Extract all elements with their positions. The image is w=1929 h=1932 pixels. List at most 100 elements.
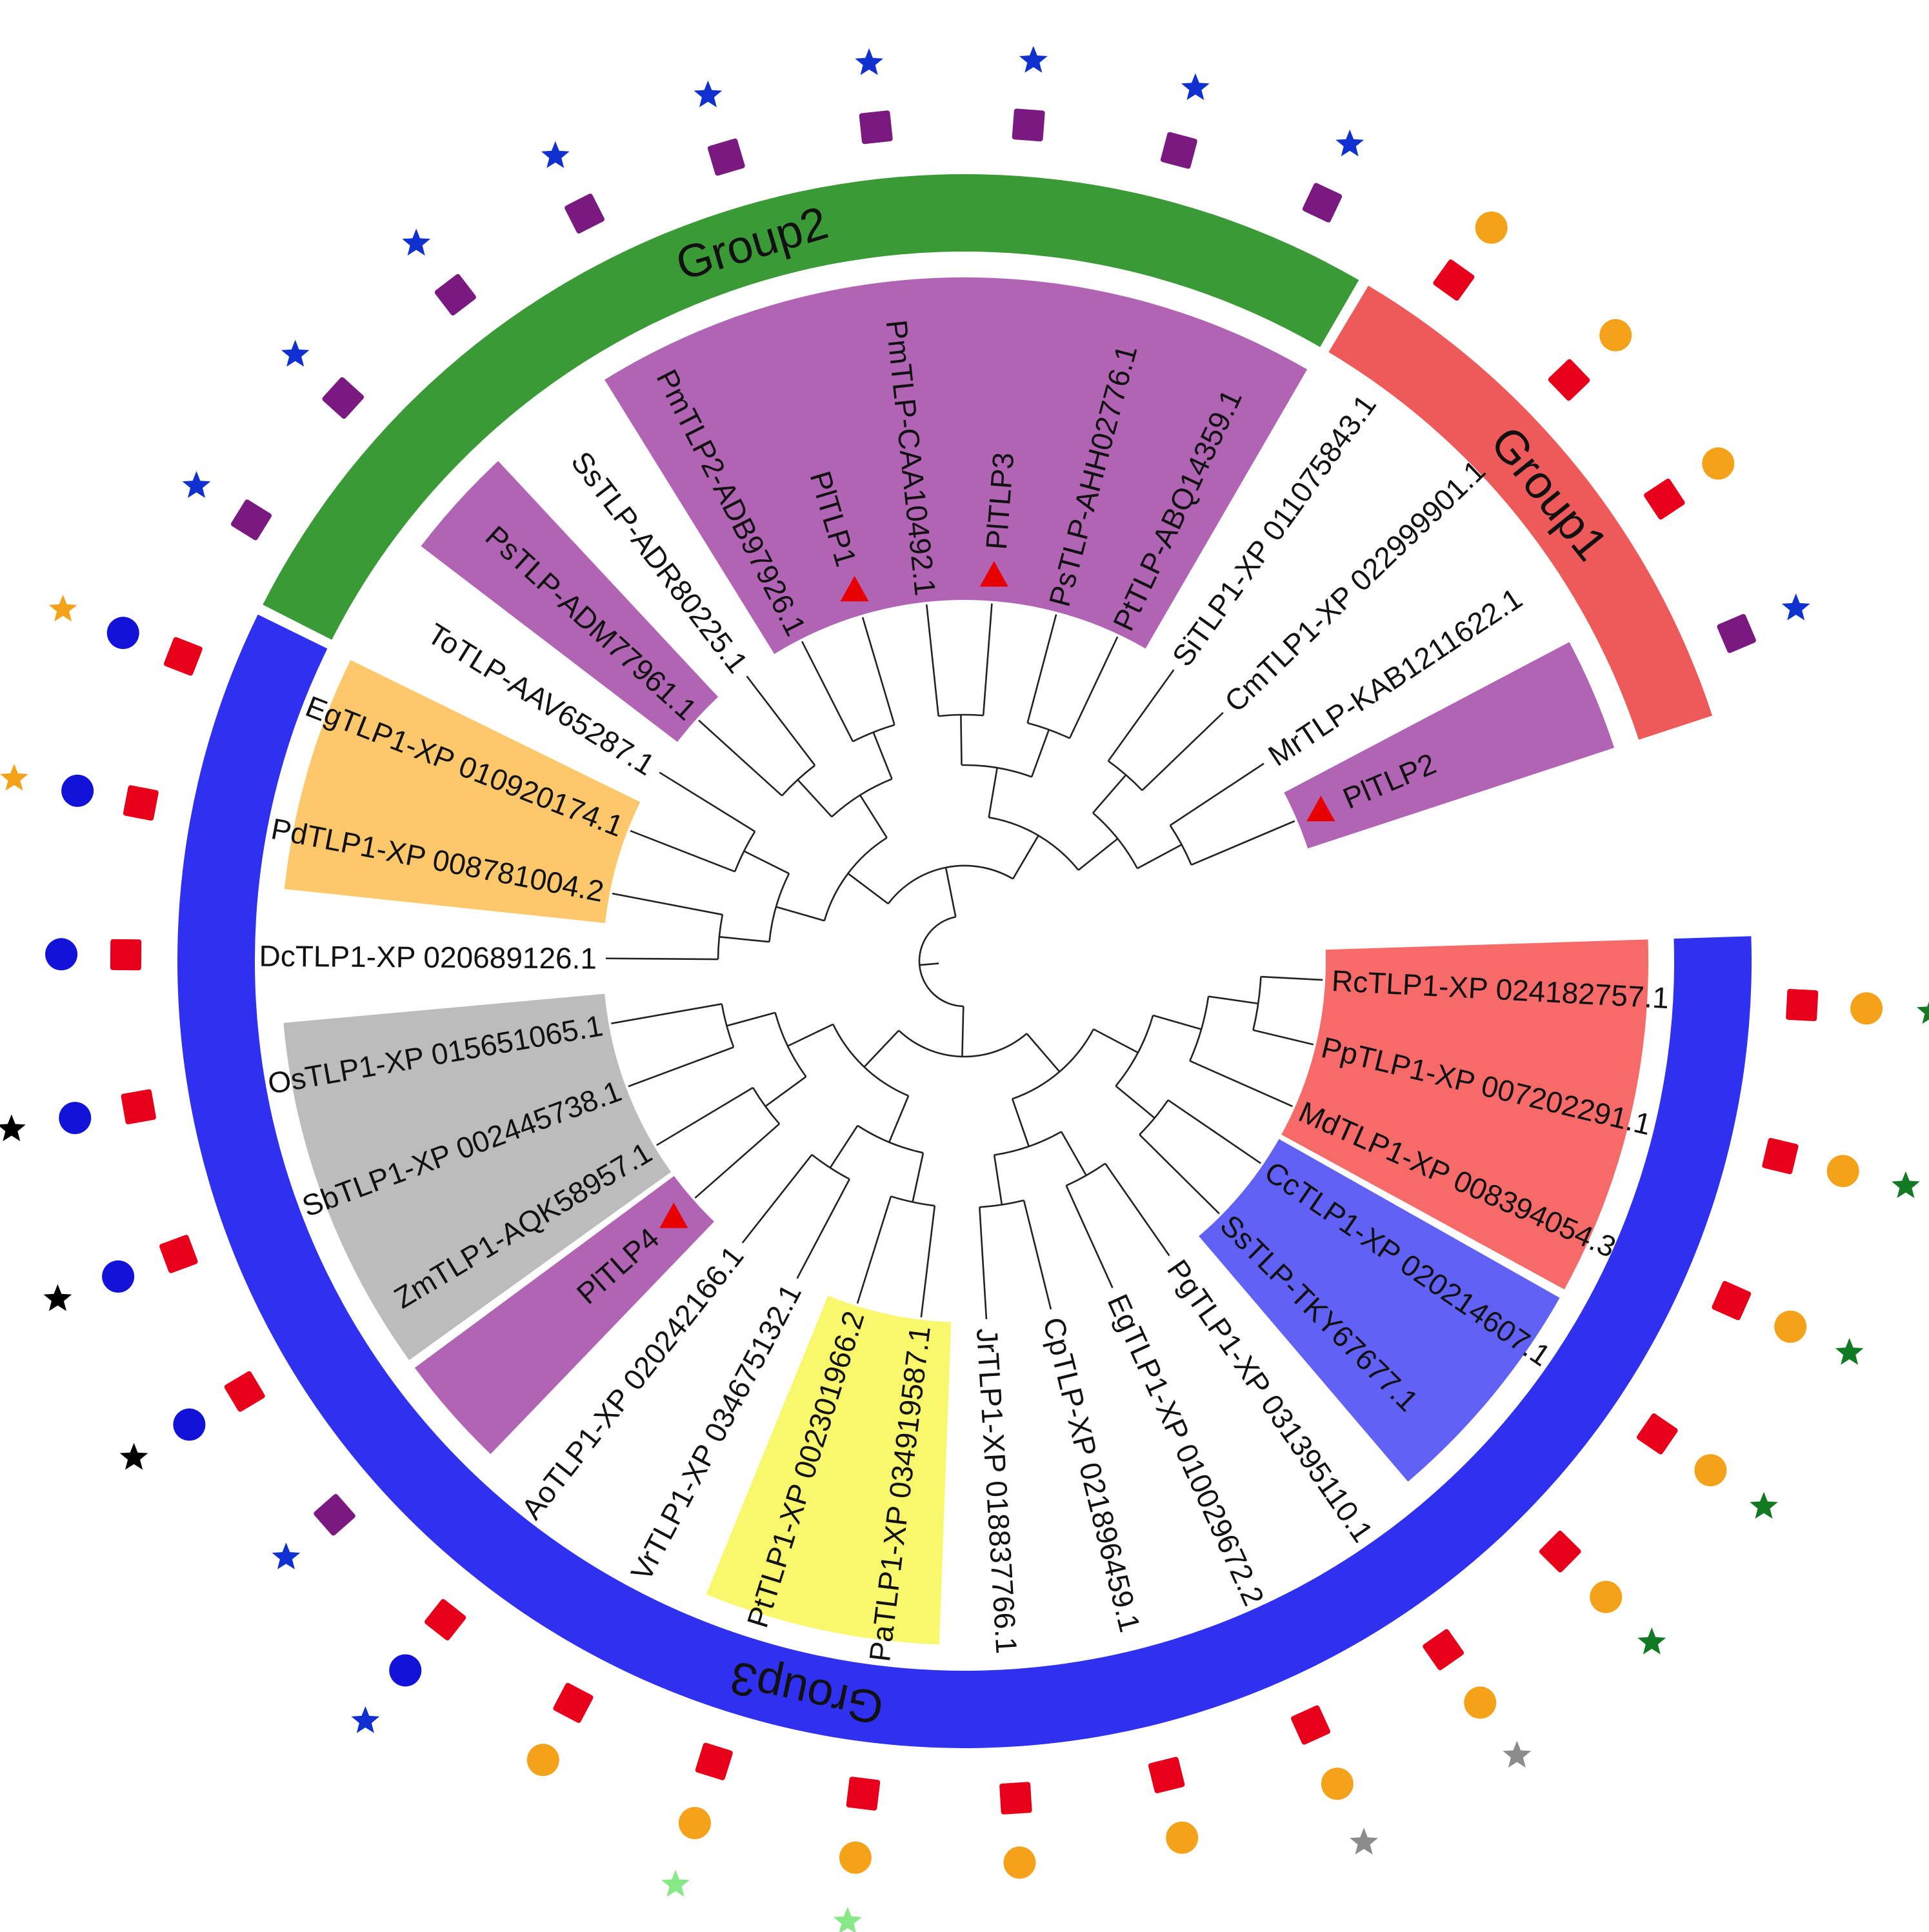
orange-circle-icon bbox=[1475, 211, 1508, 244]
clade-highlights bbox=[283, 277, 1648, 1645]
branch-connector bbox=[721, 1004, 735, 1048]
blue-star-icon bbox=[402, 228, 430, 256]
leaf-branch bbox=[1023, 1200, 1052, 1310]
orange-circle-icon bbox=[1774, 1310, 1807, 1343]
red-square-icon bbox=[846, 1777, 881, 1811]
purple-square-icon bbox=[1717, 613, 1756, 653]
branch-connector bbox=[717, 914, 724, 960]
red-triangle-icon bbox=[840, 575, 869, 602]
internal-branch bbox=[961, 1006, 964, 1057]
blue-star-icon bbox=[351, 1706, 380, 1733]
internal-branch bbox=[919, 962, 939, 966]
leaf-branch bbox=[796, 1179, 850, 1279]
group-arc-1 bbox=[1328, 285, 1713, 740]
blue-star-icon bbox=[1181, 73, 1210, 101]
blue-star-icon bbox=[272, 1542, 301, 1569]
orange-circle-icon bbox=[526, 1744, 559, 1777]
black-star-icon bbox=[119, 1442, 148, 1470]
red-square-icon bbox=[1539, 1530, 1581, 1573]
orange-circle-icon bbox=[1003, 1846, 1036, 1879]
internal-branch bbox=[1208, 995, 1259, 1005]
leaf-branch bbox=[801, 641, 854, 742]
red-square-icon bbox=[553, 1682, 594, 1723]
leaf-branch bbox=[1026, 614, 1057, 724]
blue-star-icon bbox=[855, 48, 883, 75]
highlight-purple bbox=[414, 1176, 714, 1455]
red-square-icon bbox=[1786, 989, 1819, 1022]
branch-connector bbox=[752, 1087, 781, 1125]
internal-branch bbox=[1093, 1028, 1139, 1053]
annotation-markers bbox=[0, 46, 1929, 1932]
highlight-yellow bbox=[706, 1295, 952, 1645]
leaf-branch bbox=[628, 1046, 734, 1088]
internal-branch bbox=[787, 1023, 834, 1047]
internal-branch bbox=[1026, 1033, 1061, 1073]
green-star-icon bbox=[1750, 1491, 1778, 1519]
leaf-branch bbox=[1141, 712, 1224, 792]
internal-branch bbox=[863, 1030, 900, 1068]
highlight-blue bbox=[1199, 1139, 1560, 1482]
leaf-branch bbox=[925, 604, 939, 717]
blue-circle-icon bbox=[45, 938, 78, 971]
leaf-branch bbox=[1170, 762, 1264, 826]
orange-circle-icon bbox=[839, 1841, 872, 1874]
internal-branch bbox=[1092, 774, 1127, 814]
leaf-branch bbox=[1139, 1134, 1220, 1215]
orange-star-icon bbox=[0, 764, 28, 791]
internal-branch bbox=[912, 1152, 925, 1202]
orange-circle-icon bbox=[1590, 1580, 1623, 1613]
purple-square-icon bbox=[859, 110, 893, 144]
branch-connector bbox=[852, 724, 895, 742]
purple-square-icon bbox=[314, 1493, 355, 1536]
orange-circle-icon bbox=[1464, 1686, 1497, 1719]
red-square-icon bbox=[425, 1598, 466, 1641]
branch-connector bbox=[1027, 722, 1070, 739]
red-square-icon bbox=[1644, 478, 1685, 520]
red-square-icon bbox=[1291, 1705, 1330, 1745]
leaf-branch bbox=[1191, 820, 1295, 866]
gray-star-icon bbox=[1350, 1827, 1378, 1855]
branch-connector bbox=[890, 1195, 935, 1207]
internal-branch bbox=[743, 850, 790, 875]
leaf-branch bbox=[1253, 1029, 1314, 1046]
green-star-icon bbox=[1917, 1001, 1929, 1024]
leaf-branch bbox=[1167, 1099, 1261, 1164]
red-triangle-icon bbox=[1306, 795, 1335, 822]
highlight-red bbox=[1281, 939, 1648, 1290]
internal-branch bbox=[1030, 729, 1050, 777]
red-square-icon bbox=[224, 1371, 265, 1412]
red-square-icon bbox=[121, 1089, 156, 1124]
leaf-branch bbox=[659, 772, 755, 833]
leaf-branch bbox=[612, 892, 723, 916]
internal-branch bbox=[1137, 844, 1183, 870]
leaf-branch bbox=[698, 719, 783, 797]
leaf-branch bbox=[1189, 1060, 1293, 1108]
internal-branch bbox=[1152, 1014, 1202, 1030]
internal-branch bbox=[829, 1125, 859, 1168]
orange-star-icon bbox=[48, 594, 77, 622]
leaf-branch bbox=[1068, 636, 1119, 739]
leaf-branch bbox=[1261, 975, 1323, 981]
red-square-icon bbox=[1762, 1137, 1799, 1175]
branch-connector bbox=[832, 1024, 909, 1097]
blue-star-icon bbox=[182, 471, 211, 498]
orange-circle-icon bbox=[1826, 1155, 1859, 1188]
red-square-icon bbox=[1148, 1757, 1185, 1793]
black-star-icon bbox=[0, 1114, 26, 1142]
tree-branches bbox=[606, 603, 1323, 1320]
internal-branch bbox=[1011, 1099, 1030, 1147]
leaf-branch bbox=[1065, 1185, 1114, 1288]
branch-connector bbox=[774, 1012, 807, 1077]
internal-branch bbox=[797, 779, 833, 818]
internal-branch bbox=[993, 1155, 1003, 1205]
internal-branch bbox=[719, 936, 770, 943]
blue-star-icon bbox=[1781, 593, 1810, 621]
branch-connector bbox=[1115, 1015, 1154, 1087]
leaf-branch bbox=[630, 830, 735, 873]
leaf-branch bbox=[611, 1003, 723, 1024]
leaf-branch bbox=[741, 1154, 813, 1244]
internal-branch bbox=[1115, 1085, 1155, 1119]
leaf-branch bbox=[1107, 669, 1175, 762]
